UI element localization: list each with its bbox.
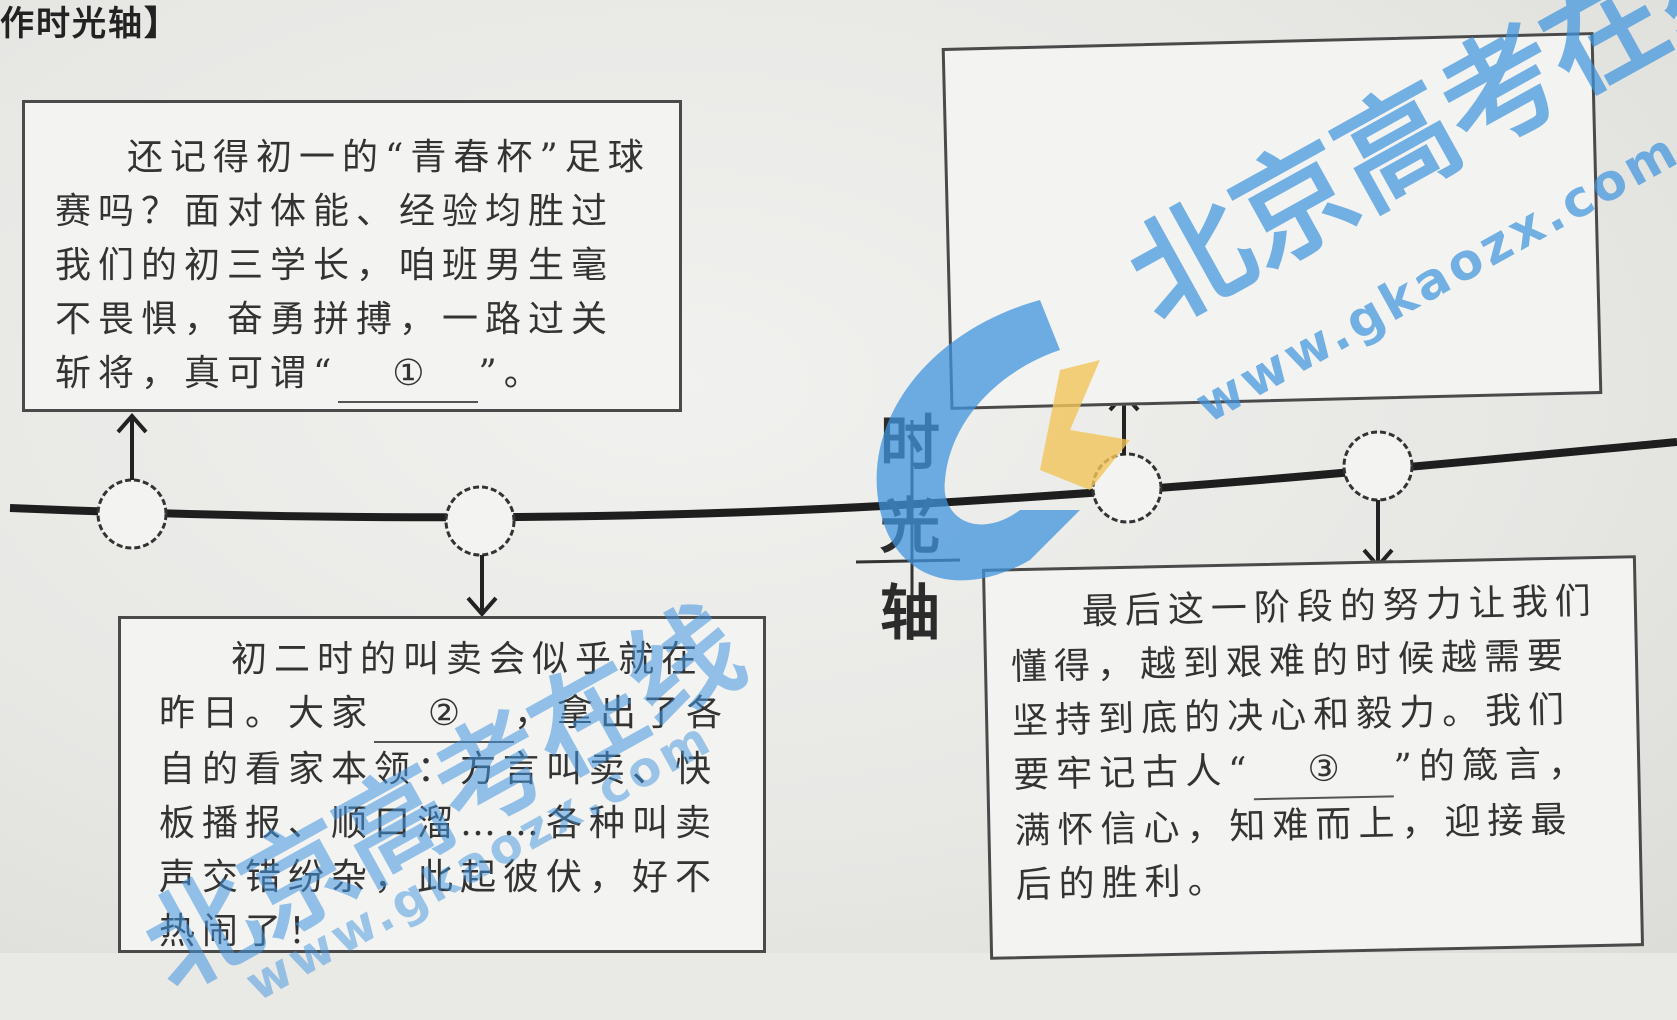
arrow-node2-down <box>466 555 498 618</box>
timeline-node-3 <box>1091 452 1163 524</box>
axis-label-char-3: 轴 <box>880 579 940 649</box>
box1-text-after: ”。 <box>478 353 547 394</box>
box2-text-after: ，拿出了各自的看家本领：方言叫卖、快板播报、顺口溜……各种叫卖声交错纷杂，此起彼… <box>159 693 730 952</box>
watermark-logo-icon <box>876 300 1130 581</box>
timeline-node-2 <box>444 485 516 557</box>
box1-text-before: 还记得初一的“青春杯”足球赛吗？面对体能、经验均胜过我们的初三学长，咱班男生毫不… <box>55 137 651 394</box>
box2-text-before: 初二时的叫卖会似乎就在昨日。大家 <box>159 639 705 734</box>
arrow-node1-up <box>116 412 148 480</box>
event-box-1: 还记得初一的“青春杯”足球赛吗？面对体能、经验均胜过我们的初三学长，咱班男生毫不… <box>22 100 682 412</box>
fill-blank-1[interactable]: ① <box>338 347 479 403</box>
timeline-node-1 <box>96 478 168 550</box>
timeline-node-4 <box>1342 430 1414 502</box>
fill-blank-2[interactable]: ② <box>374 687 515 743</box>
section-header: 作时光轴】 <box>0 4 180 44</box>
event-box-1-text: 还记得初一的“青春杯”足球赛吗？面对体能、经验均胜过我们的初三学长，咱班男生毫不… <box>55 131 653 403</box>
